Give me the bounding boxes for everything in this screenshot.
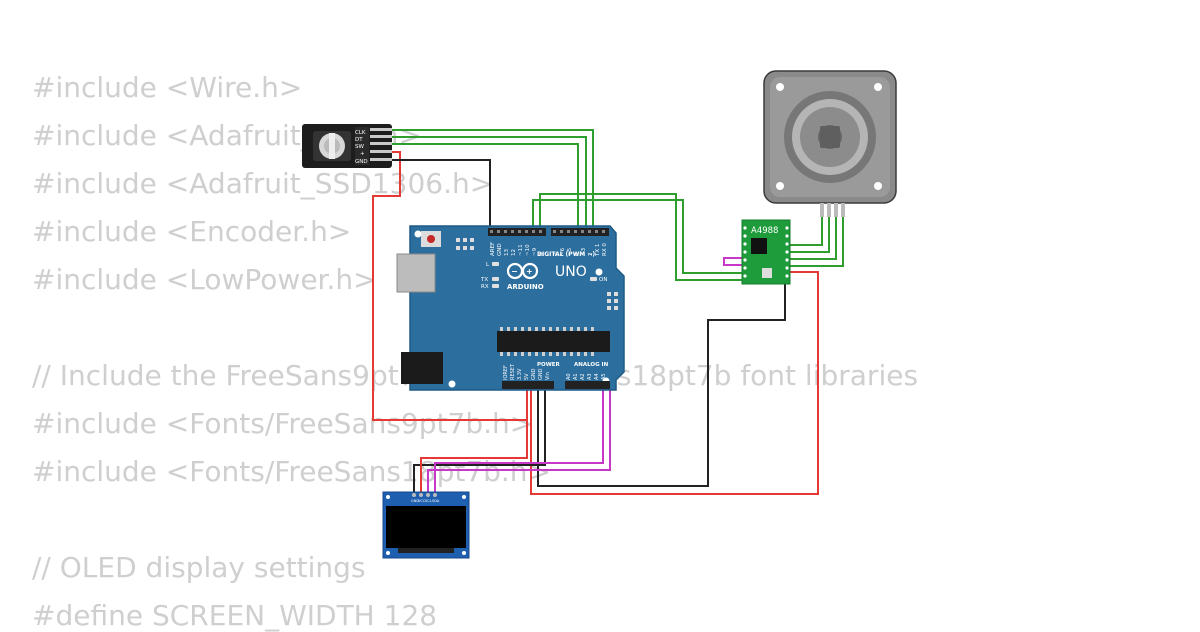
encoder-pin-dt: DT (355, 137, 363, 143)
code-line-8: #include <Fonts/FreeSans9pt7b.h> (32, 407, 534, 440)
wire-encoder-gnd[interactable] (392, 159, 491, 232)
encoder-pin-vcc: + (360, 151, 365, 157)
wire-motor-1[interactable] (788, 203, 823, 246)
wire-oled-sda[interactable] (434, 385, 604, 493)
pin-6: ~6 (560, 247, 566, 256)
pin-13: 13 (504, 249, 510, 256)
wire-encoder-sw[interactable] (392, 143, 579, 232)
wire-oled-vcc[interactable] (420, 385, 528, 493)
wire-encoder-clk[interactable] (392, 129, 594, 232)
pin-vin: Vin (545, 372, 551, 380)
wire-driver-sleep-reset[interactable] (723, 257, 742, 266)
pin-ioref: IOREF (503, 365, 509, 380)
led-tx-label: TX (480, 277, 488, 283)
pin-8: 8 (539, 252, 545, 256)
wire-oled-scl[interactable] (427, 385, 611, 493)
analog-label: ANALOG IN (574, 362, 609, 368)
oled-pin-gnd: GND (411, 499, 419, 503)
pin-a2: A2 (580, 373, 586, 380)
wire-oled-gnd[interactable] (413, 385, 546, 493)
pin-a4: A4 (594, 373, 600, 380)
svg-text:−: − (511, 267, 518, 276)
arduino-logo (506, 262, 539, 280)
encoder-pin-gnd: GND (355, 159, 368, 165)
oled-pin-scl: SCL (425, 499, 432, 503)
code-line-1: #include <Wire.h> (32, 71, 303, 104)
usb-port (396, 253, 436, 293)
code-line-3: #include <Adafruit_SSD1306.h> (32, 167, 494, 200)
pin-rx: RX 0 (602, 243, 608, 256)
pin-12: 12 (511, 249, 517, 256)
wire-motor-3[interactable] (788, 203, 837, 260)
led-on-label: ON (599, 277, 607, 283)
pin-3: ~3 (581, 247, 587, 256)
pin-a0: A0 (566, 373, 572, 380)
power-label: POWER (537, 362, 561, 368)
pin-aref: AREF (490, 242, 496, 256)
board-name: UNO (555, 264, 587, 280)
pin-3v3: 3.3V (517, 368, 523, 380)
brand-label: ARDUINO (507, 283, 544, 291)
pin-5v: 5V (524, 373, 530, 380)
pin-reset: RESET (510, 363, 516, 380)
wire-driver-dir[interactable] (539, 193, 742, 281)
code-line-11: // OLED display settings (32, 551, 366, 584)
pin-9: ~9 (532, 247, 538, 256)
pin-2: 2 (588, 253, 594, 257)
led-l-label: L (486, 262, 490, 268)
pin-11: ~11 (518, 244, 524, 256)
pin-10: ~10 (525, 244, 531, 256)
code-line-5: #include <LowPower.h> (32, 263, 377, 296)
pin-a3: A3 (587, 373, 593, 380)
rotary-encoder[interactable]: CLK DT SW + GND (302, 124, 392, 168)
pin-4: 4 (574, 252, 580, 256)
a4988-driver[interactable]: A4988 (741, 219, 791, 285)
wire-driver-step[interactable] (532, 199, 742, 274)
code-line-12: #define SCREEN_WIDTH 128 (32, 599, 438, 632)
oled-pin-vcc: VCC (418, 499, 426, 503)
pin-a1: A1 (573, 373, 579, 380)
digital-label: DIGITAL (PWM ~) (537, 251, 595, 258)
code-line-4: #include <Encoder.h> (32, 215, 352, 248)
pin-gnd-1: GND (531, 368, 537, 380)
wire-motor-2[interactable] (788, 203, 830, 253)
oled-screen (386, 506, 466, 548)
arduino-uno[interactable]: AREF GND 13 12 ~11 ~10 ~9 8 7 ~6 ~5 4 ~3… (396, 225, 625, 391)
oled-display[interactable]: GND VCC SCL SDA (382, 491, 470, 559)
svg-text:+: + (526, 267, 533, 276)
pin-7: 7 (553, 252, 559, 256)
oled-pin-sda: SDA (432, 499, 440, 503)
pin-a5: A5 (601, 373, 607, 380)
wire-motor-4[interactable] (788, 203, 844, 267)
code-line-9: #include <Fonts/FreeSans18pt7b.h> (32, 455, 552, 488)
driver-label: A4988 (751, 226, 778, 236)
pin-gnd-top: GND (497, 243, 503, 256)
power-jack (401, 352, 443, 384)
wire-driver-vdd[interactable] (530, 271, 819, 495)
pin-tx: TX 1 (595, 244, 601, 257)
wires (372, 129, 844, 495)
stepper-motor[interactable] (763, 70, 897, 217)
encoder-pin-sw: SW (355, 144, 364, 150)
pin-5: ~5 (567, 247, 573, 256)
encoder-pin-clk: CLK (355, 130, 366, 136)
atmega-chip (497, 331, 610, 352)
pin-gnd-2: GND (538, 368, 544, 380)
led-rx-label: RX (481, 284, 489, 290)
